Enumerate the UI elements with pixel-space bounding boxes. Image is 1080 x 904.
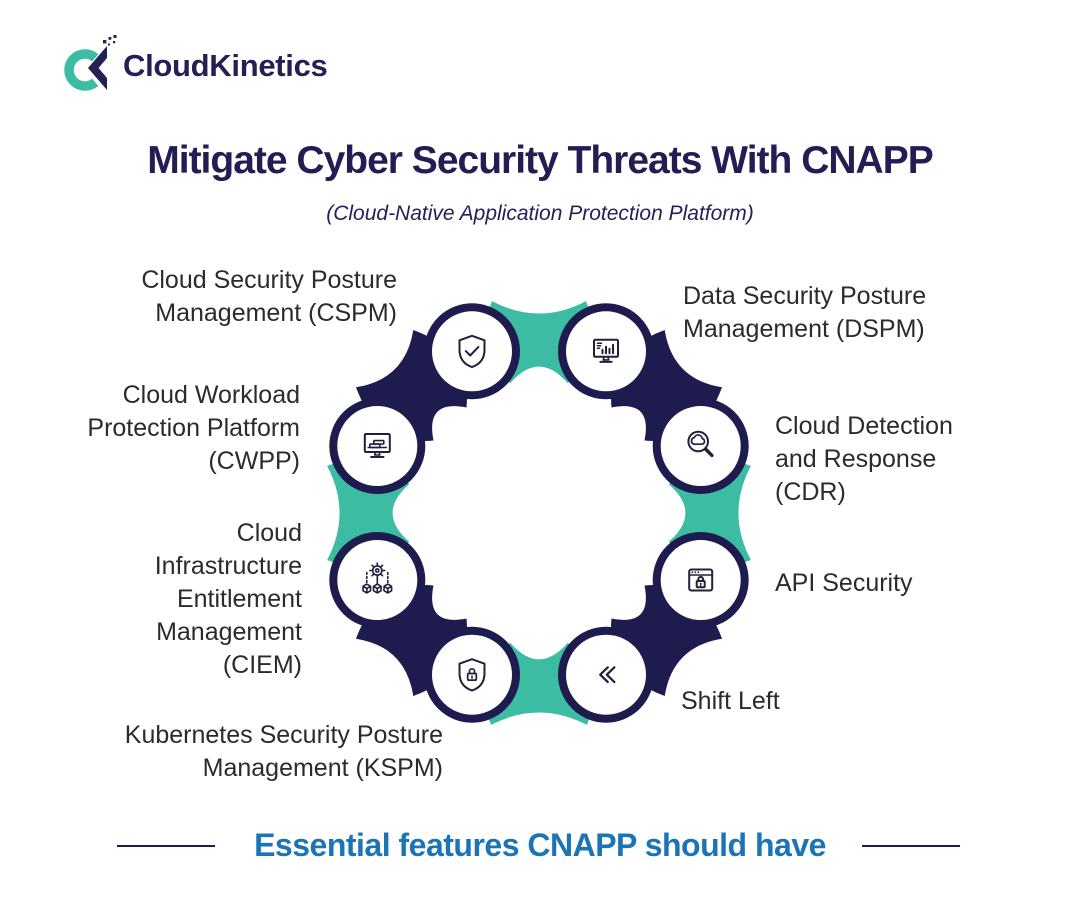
icon-circle	[652, 398, 749, 494]
brand-name: CloudKinetics	[123, 48, 328, 83]
double-chevron-left-icon	[599, 666, 616, 684]
icon-circle	[329, 398, 426, 494]
search-cloud-icon	[687, 430, 714, 458]
label-ciem: Cloud Infrastructure Entitlement Managem…	[154, 519, 302, 679]
label-shift-left: Shift Left	[681, 687, 780, 715]
monitor-stack-icon	[363, 433, 391, 458]
page-title: Mitigate Cyber Security Threats With CNA…	[147, 139, 933, 182]
label-dspm: Data Security Posture Management (DSPM)	[683, 282, 927, 343]
browser-lock-icon	[688, 568, 714, 592]
label-cspm: Cloud Security Posture Management (CSPM)	[141, 266, 397, 327]
cloudkinetics-logo-icon	[64, 35, 117, 91]
brand-logo: CloudKinetics	[62, 35, 328, 96]
label-api-security: API Security	[775, 569, 913, 597]
monitor-chart-icon	[593, 338, 619, 363]
icon-circle	[424, 303, 520, 400]
label-cwpp: Cloud Workload Protection Platform (CWPP…	[87, 381, 300, 475]
chain-connectors	[327, 301, 751, 725]
icon-circle	[424, 626, 520, 723]
shield-lock-icon	[458, 658, 486, 692]
footer-caption: Essential features CNAPP should have	[254, 827, 826, 863]
footer-divider-left	[117, 845, 215, 847]
icon-circles	[329, 303, 749, 723]
gear-nodes-icon	[362, 562, 393, 594]
label-cdr: Cloud Detection and Response (CDR)	[775, 412, 953, 506]
label-kspm: Kubernetes Security Posture Management (…	[124, 721, 443, 782]
footer-divider-right	[862, 845, 960, 847]
page-subtitle: (Cloud-Native Application Protection Pla…	[326, 202, 754, 225]
shield-check-icon	[458, 334, 486, 369]
